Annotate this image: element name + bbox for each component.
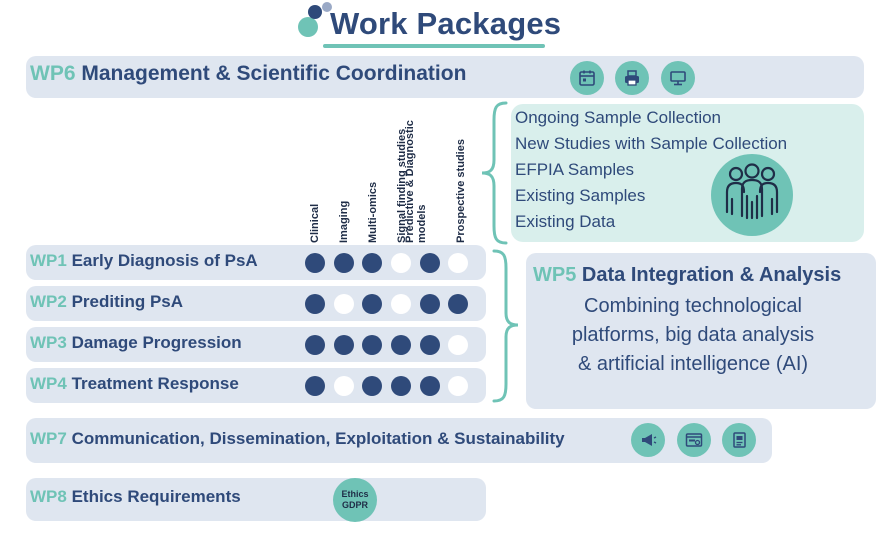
wp2-number: WP2 [30, 292, 67, 311]
wp1-label: WP1 Early Diagnosis of PsA [30, 251, 258, 271]
matrix-dot-wp4-col2 [334, 376, 354, 396]
wp6-name: Management & Scientific Coordination [81, 62, 467, 85]
page-title: Work Packages [330, 6, 562, 41]
matrix-dot-wp1-col3 [362, 253, 382, 273]
wp5-label: WP5 Data Integration & Analysis [533, 264, 841, 287]
people-group-icon [711, 154, 793, 236]
samples-item-new-studies: New Studies with Sample Collection [515, 134, 788, 153]
column-header-prospective: Prospective studies [455, 139, 467, 243]
wp1-name: Early Diagnosis of PsA [71, 251, 258, 270]
logo-dot-navy [308, 5, 322, 19]
title-underline [323, 44, 545, 48]
wp8-label: WP8 Ethics Requirements [30, 487, 241, 507]
matrix-dot-wp1-col4 [391, 253, 411, 273]
matrix-dot-wp2-col2 [334, 294, 354, 314]
samples-panel [511, 104, 864, 242]
matrix-dot-wp3-col2 [334, 335, 354, 355]
megaphone-icon [631, 423, 665, 457]
wp5-desc-line-2: platforms, big data analysis [571, 324, 815, 346]
matrix-dot-wp4-col3 [362, 376, 382, 396]
matrix-dot-wp1-col6 [448, 253, 468, 273]
wp8-name: Ethics Requirements [71, 487, 241, 506]
samples-list: Ongoing Sample Collection New Studies wi… [515, 105, 787, 235]
column-header-predictive-diagnostic-text: Predictive & Diagnostic models [404, 120, 428, 243]
wp2-name: Prediting PsA [71, 292, 184, 311]
wp4-name: Treatment Response [71, 374, 239, 393]
wp5-name: Data Integration & Analysis [581, 264, 842, 286]
logo-dot-small [322, 2, 332, 12]
matrix-dot-wp2-col1 [305, 294, 325, 314]
wp3-label: WP3 Damage Progression [30, 333, 242, 353]
wp5-number: WP5 [533, 264, 577, 286]
matrix-dot-wp3-col1 [305, 335, 325, 355]
wp6-label: WP6 Management & Scientific Coordination [30, 62, 466, 86]
matrix-dot-wp1-col5 [420, 253, 440, 273]
column-header-imaging: Imaging [338, 200, 350, 243]
wp4-number: WP4 [30, 374, 67, 393]
wp1-number: WP1 [30, 251, 67, 270]
calendar-icon [570, 61, 604, 95]
matrix-dot-wp4-col6 [448, 376, 468, 396]
wp8-number: WP8 [30, 487, 67, 506]
wp7-name: Communication, Dissemination, Exploitati… [71, 429, 565, 448]
wp2-label: WP2 Prediting PsA [30, 292, 183, 312]
samples-item-ongoing: Ongoing Sample Collection [515, 108, 722, 127]
wp4-label: WP4 Treatment Response [30, 374, 239, 394]
ethics-gdpr-badge: Ethics GDPR [333, 478, 377, 522]
wp3-name: Damage Progression [71, 333, 242, 352]
matrix-dot-wp3-col3 [362, 335, 382, 355]
matrix-dot-wp1-col1 [305, 253, 325, 273]
wp5-desc-line-1: Combining technological [584, 295, 802, 317]
matrix-dot-wp3-col6 [448, 335, 468, 355]
wp5-panel [526, 253, 876, 409]
matrix-dot-wp2-col4 [391, 294, 411, 314]
document-icon [722, 423, 756, 457]
wp7-number: WP7 [30, 429, 67, 448]
matrix-dot-wp2-col6 [448, 294, 468, 314]
wp6-number: WP6 [30, 62, 76, 85]
matrix-dot-wp1-col2 [334, 253, 354, 273]
samples-item-existing-data: Existing Data [515, 212, 616, 231]
website-icon [677, 423, 711, 457]
samples-item-existing-samples: Existing Samples [515, 186, 646, 205]
matrix-dot-wp3-col5 [420, 335, 440, 355]
bracket-upper [481, 101, 508, 245]
wp6-panel [26, 56, 864, 98]
ethics-badge-line-2: GDPR [341, 500, 368, 510]
column-header-predictive-diagnostic: Predictive & Diagnostic models [404, 113, 428, 243]
matrix-dot-wp4-col4 [391, 376, 411, 396]
wp5-desc-line-3: & artificial intelligence (AI) [577, 353, 809, 375]
column-header-clinical: Clinical [309, 203, 321, 243]
matrix-dot-wp4-col1 [305, 376, 325, 396]
wp7-label: WP7 Communication, Dissemination, Exploi… [30, 429, 565, 449]
column-header-multi-omics: Multi-omics [367, 181, 379, 243]
matrix-dot-wp3-col4 [391, 335, 411, 355]
wp5-description: Combining technological platforms, big d… [530, 292, 856, 379]
matrix-dot-wp4-col5 [420, 376, 440, 396]
bracket-lower [492, 249, 519, 403]
wp3-number: WP3 [30, 333, 67, 352]
ethics-badge-line-1: Ethics [341, 489, 369, 499]
printer-icon [615, 61, 649, 95]
samples-item-efpia: EFPIA Samples [515, 160, 635, 179]
logo-dot-large [298, 17, 318, 37]
matrix-dot-wp2-col3 [362, 294, 382, 314]
computer-icon [661, 61, 695, 95]
wp8-panel [26, 478, 486, 521]
matrix-dot-wp2-col5 [420, 294, 440, 314]
